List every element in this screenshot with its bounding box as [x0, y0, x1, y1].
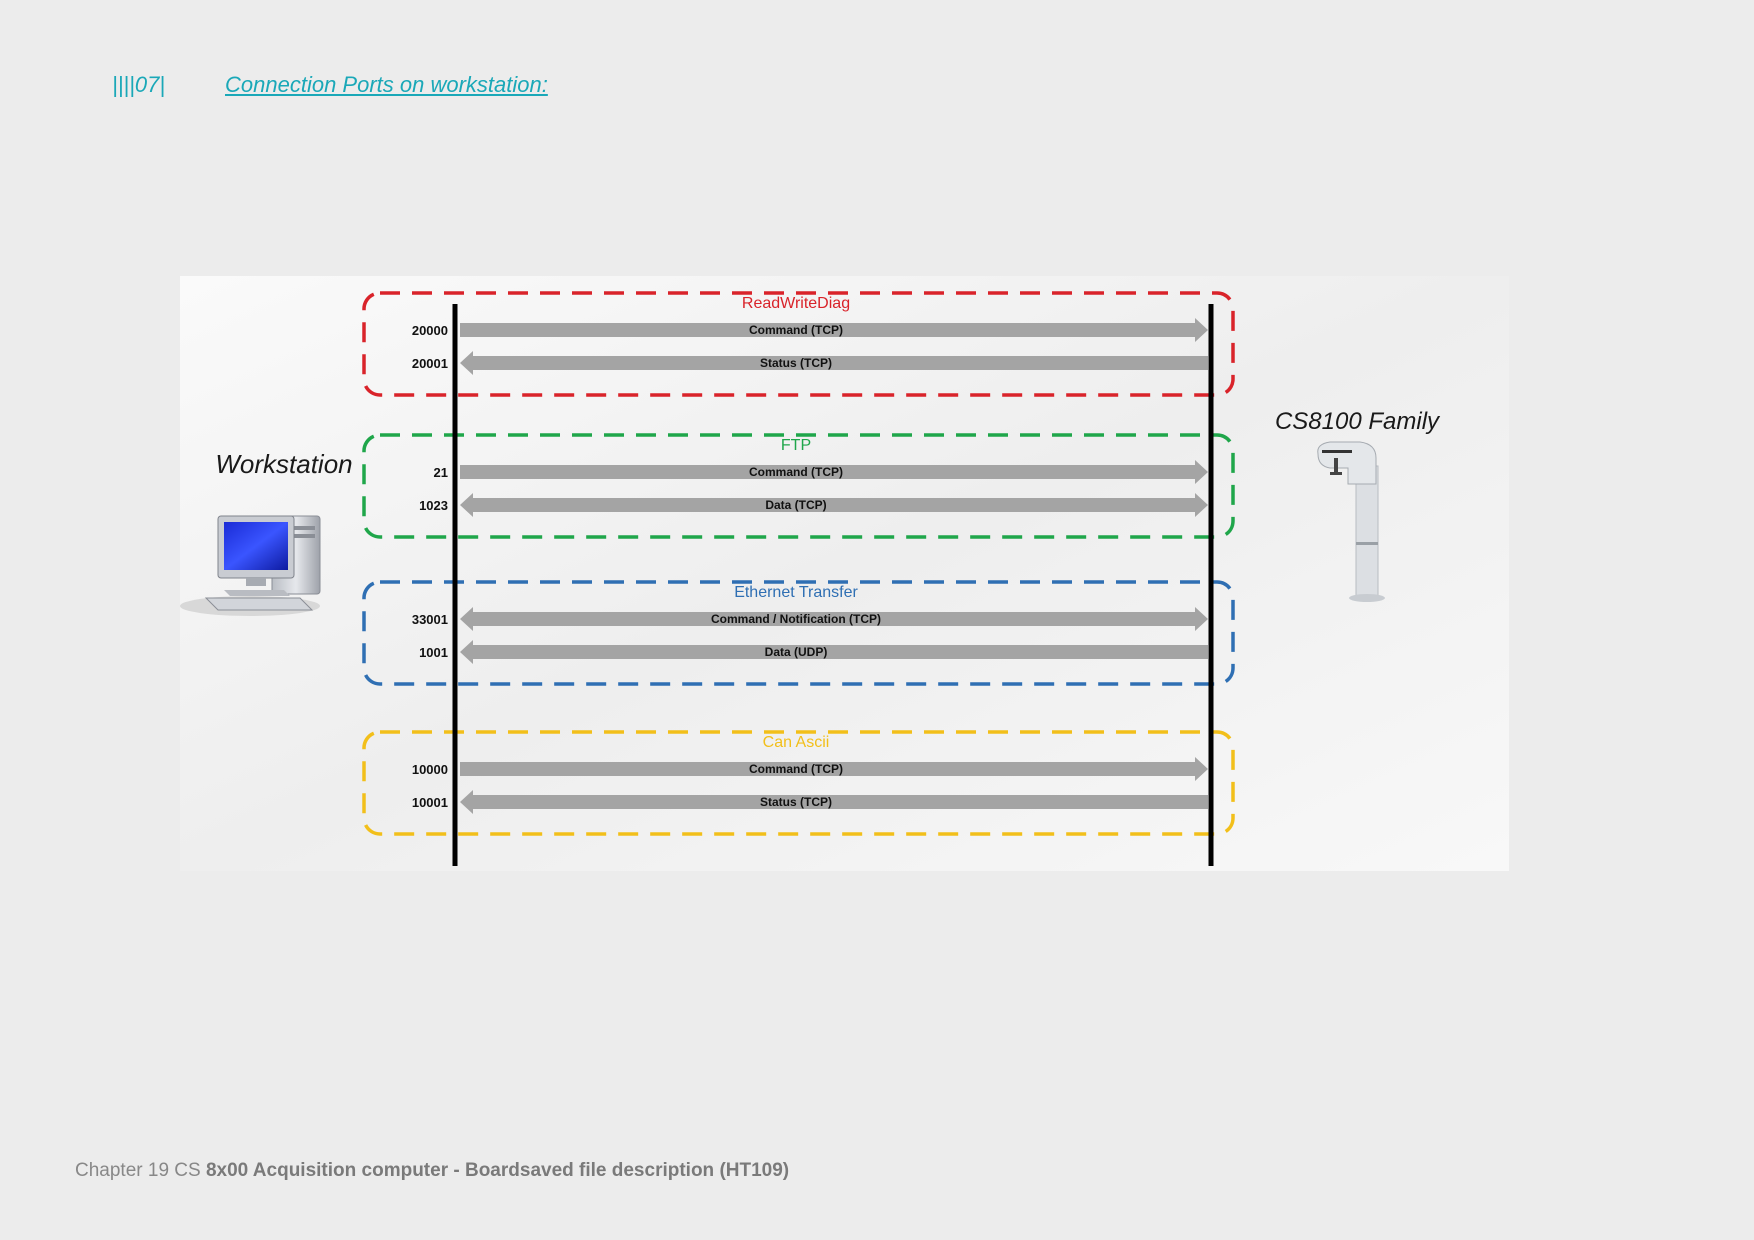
section-number: ||||07|	[112, 72, 166, 97]
arrow-can-ascii-10001	[460, 790, 1208, 814]
channel-label: Status (TCP)	[760, 795, 832, 809]
arrow-can-ascii-10000	[460, 757, 1208, 781]
arrow-readwritediag-20000	[460, 318, 1208, 342]
port-number: 21	[434, 465, 448, 480]
cs8100-device-icon	[1317, 441, 1385, 602]
port-number: 20000	[412, 323, 448, 338]
port-number: 1001	[419, 645, 448, 660]
port-number: 1023	[419, 498, 448, 513]
channel-label: Command (TCP)	[749, 323, 843, 337]
port-number: 10001	[412, 795, 448, 810]
group-title-ftp: FTP	[781, 437, 811, 454]
device-family-label: CS8100 Family	[1275, 408, 1441, 435]
page-footer: Chapter 19 CS 8x00 Acquisition computer …	[75, 1160, 789, 1182]
arrow-readwritediag-20001	[460, 351, 1208, 375]
workstation-label: Workstation	[215, 449, 352, 479]
group-title-ethernet-transfer: Ethernet Transfer	[734, 584, 858, 601]
channel-label: Command / Notification (TCP)	[711, 612, 881, 626]
channel-label: Command (TCP)	[749, 465, 843, 479]
channel-label: Data (TCP)	[765, 498, 826, 512]
arrow-ftp-21	[460, 460, 1208, 484]
group-box-readwritediag	[362, 291, 1235, 397]
port-number: 20001	[412, 356, 448, 371]
channel-label: Data (UDP)	[765, 645, 828, 659]
group-title-readwritediag: ReadWriteDiag	[742, 295, 850, 312]
workstation-computer-icon	[180, 515, 321, 616]
group-title-can-ascii: Can Ascii	[763, 734, 830, 751]
arrow-ethernet-transfer-1001	[460, 640, 1208, 664]
group-box-can-ascii	[362, 730, 1235, 836]
channel-label: Command (TCP)	[749, 762, 843, 776]
arrow-ethernet-transfer-33001	[460, 607, 1208, 631]
group-box-ftp	[362, 433, 1235, 539]
group-box-ethernet-transfer	[362, 580, 1235, 686]
channel-label: Status (TCP)	[760, 356, 832, 370]
port-number: 33001	[412, 612, 448, 627]
footer-chapter-prefix: Chapter 19 CS	[75, 1160, 206, 1181]
arrow-ftp-1023	[460, 493, 1208, 517]
footer-document-title: 8x00 Acquisition computer - Boardsaved f…	[205, 1160, 790, 1181]
port-number: 10000	[412, 762, 448, 777]
section-title-link[interactable]: Connection Ports on workstation:	[225, 72, 548, 97]
